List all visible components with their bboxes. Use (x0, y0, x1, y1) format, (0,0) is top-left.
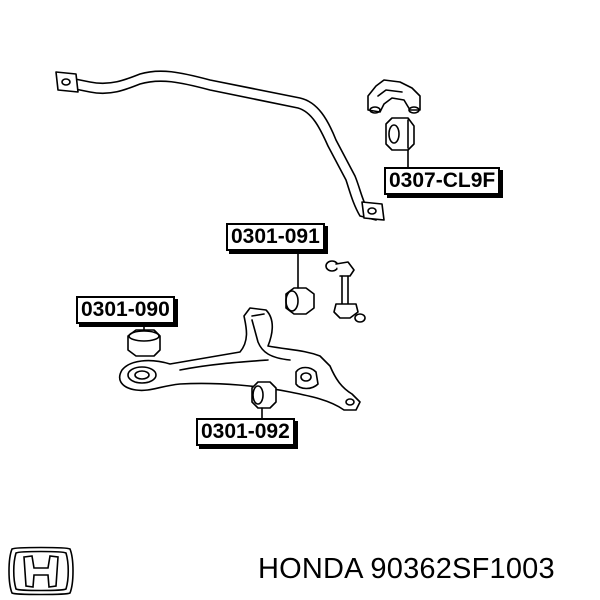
part-label-0301-092[interactable]: 0301-092 (196, 418, 295, 446)
stabilizer-bracket (367, 79, 421, 114)
part-label-0301-090[interactable]: 0301-090 (76, 296, 175, 324)
rear-arm-bushing (285, 287, 315, 315)
part-label-0301-091[interactable]: 0301-091 (226, 223, 325, 251)
brand-name: HONDA (258, 553, 363, 585)
honda-logo-icon (8, 546, 74, 596)
part-label-0307-cl9f[interactable]: 0307-CL9F (384, 167, 501, 195)
lower-arm-bushing (251, 381, 277, 409)
part-number: 90362SF1003 (370, 553, 555, 585)
front-arm-bushing (127, 329, 161, 357)
stabilizer-bushing (385, 117, 415, 151)
stabilizer-bar (55, 70, 385, 221)
footer-part-info: HONDA 90362SF1003 (258, 553, 555, 586)
lower-control-arm (118, 307, 361, 411)
stabilizer-link (325, 260, 366, 323)
